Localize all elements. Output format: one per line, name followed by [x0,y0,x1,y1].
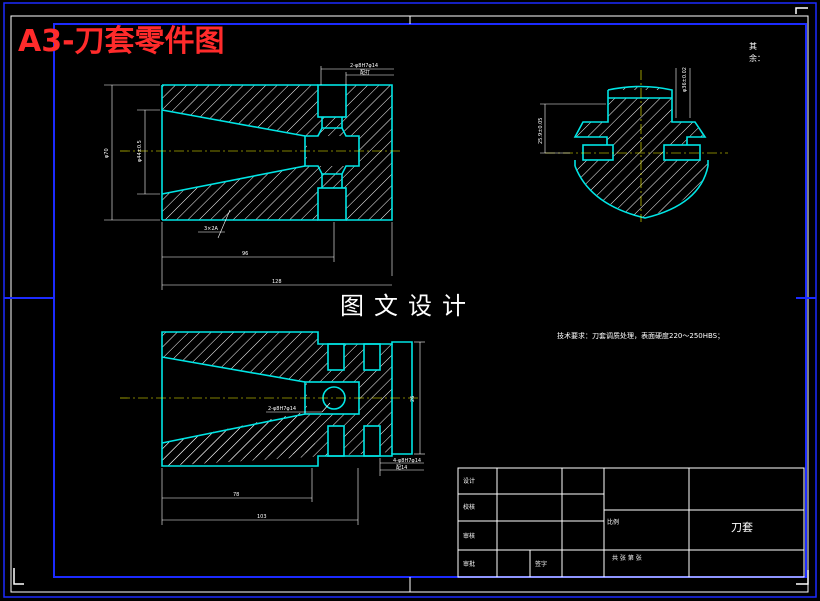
dim-len-96: 96 [242,251,248,257]
dim-right-top: φ36±0.02 [682,67,688,92]
dim-right-left: 25.9±0.05 [538,118,544,144]
dim-hole-sub: 配打 [360,69,370,76]
dim-len-103: 103 [257,514,267,520]
corner-marks [13,7,809,585]
tb-part-name: 刀套 [731,521,753,534]
tb-row1: 设计 [463,477,475,485]
dim-dia-outer: φ70 [104,148,110,158]
right-side-view: 25.9±0.05 φ36±0.02 [538,67,728,222]
tb-row4-extra: 签字 [535,560,547,568]
dim-hole-label-bottom-2: 4-φ8H7φ14 [393,458,421,464]
tb-scale: 比例 [607,518,619,526]
dim-hole-sub-bottom: 配14 [396,465,407,471]
tb-sheet-info: 共 张 第 张 [612,554,642,562]
dim-len-78: 78 [233,492,239,498]
dim-hole-label-bottom: 2-φ8H7φ14 [268,406,296,412]
tb-row2: 校核 [463,503,475,511]
top-section-view: φ70 φ44±0.5 96 128 3×2A 2-φ8H7φ14 配打 [104,63,400,290]
dim-26: 26 [410,396,416,402]
dim-hole-label: 2-φ8H7φ14 [350,63,378,69]
tb-row3: 审核 [463,532,475,540]
outer-border [3,2,817,598]
center-watermark-text: 图文设计 [340,292,476,320]
blue-inner-frame [53,23,807,578]
bottom-section-view: 78 103 26 2-φ8H7φ14 4-φ8H7φ14 配14 [120,331,425,525]
dim-dia-inner: φ44±0.5 [137,140,143,162]
title-block-text: 设计 校核 审核 审批 签字 比例 共 张 第 张 刀套 [463,477,753,568]
dim-len-128: 128 [272,279,282,285]
tech-requirements: 技术要求：刀套调质处理，表面硬度220～250HBS； [557,331,724,340]
roughness-label-1: 其 [749,42,757,51]
dim-angle: 3×2A [204,226,219,232]
tb-row4: 审批 [463,560,475,568]
roughness-label-2: 余： [749,53,765,63]
drawing-title: A3-刀套零件图 [18,24,225,59]
title-block [457,467,805,578]
